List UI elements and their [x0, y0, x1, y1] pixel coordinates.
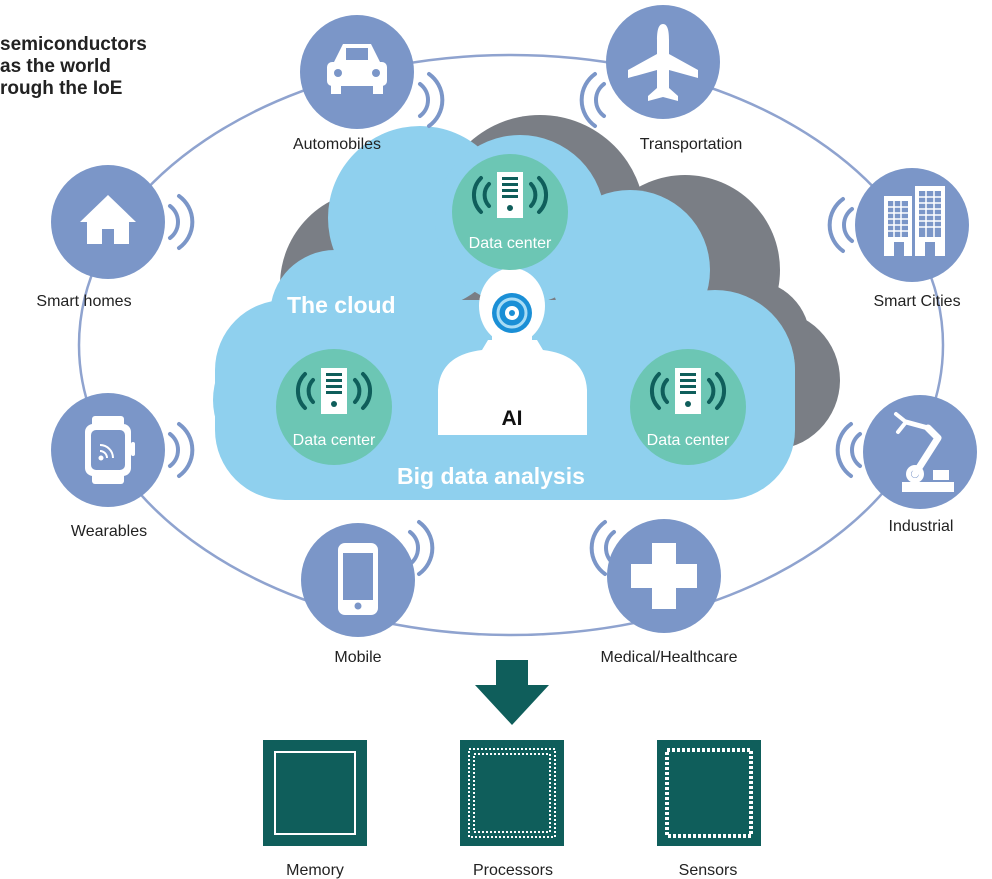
- connection-ring: [77, 53, 945, 637]
- cloud-title: The cloud: [287, 292, 396, 318]
- label-medical: Medical/Healthcare: [601, 649, 738, 666]
- medical-cross-icon: [631, 543, 697, 609]
- robot-arm-icon: [894, 412, 954, 492]
- ai-label: AI: [502, 407, 523, 430]
- label-memory: Memory: [286, 862, 344, 879]
- device-medical: Medical/Healthcare: [589, 519, 738, 666]
- headline-line-3: rough the IoE: [0, 78, 123, 99]
- chip-memory: Memory: [263, 740, 367, 879]
- device-smart-homes: Smart homes: [36, 165, 195, 310]
- headline-line-1: semiconductors: [0, 34, 147, 55]
- data-center-right: Data center: [630, 349, 746, 465]
- car-icon: [327, 44, 387, 94]
- data-center-label: Data center: [647, 432, 730, 449]
- device-mobile: Mobile: [301, 520, 435, 666]
- data-center-label: Data center: [293, 432, 376, 449]
- cloud-subtitle: Big data analysis: [397, 463, 585, 489]
- label-sensors: Sensors: [679, 862, 738, 879]
- house-icon: [80, 195, 136, 244]
- device-wearables: Wearables: [51, 393, 195, 540]
- device-transportation: Transportation: [579, 5, 743, 153]
- device-automobiles: Automobiles: [293, 15, 445, 153]
- data-center-left: Data center: [276, 349, 392, 465]
- headline-line-2: as the world: [0, 56, 111, 77]
- data-center-top: Data center: [452, 154, 568, 270]
- label-automobiles: Automobiles: [293, 136, 381, 153]
- buildings-icon: [884, 186, 945, 256]
- headline: semiconductors as the world rough the Io…: [0, 34, 260, 100]
- label-smart-cities: Smart Cities: [873, 293, 960, 310]
- ai-head-icon: [492, 293, 532, 333]
- chip-sensors: Sensors: [657, 740, 761, 879]
- label-processors: Processors: [473, 862, 553, 879]
- label-smart-homes: Smart homes: [36, 293, 131, 310]
- device-smart-cities: Smart Cities: [827, 168, 969, 310]
- label-mobile: Mobile: [334, 649, 381, 666]
- label-wearables: Wearables: [71, 523, 147, 540]
- airplane-icon: [628, 24, 698, 101]
- chip-processors: Processors: [460, 740, 564, 879]
- ai-figure: AI: [438, 268, 587, 435]
- down-arrow: [475, 660, 549, 725]
- data-center-label: Data center: [469, 235, 552, 252]
- label-transportation: Transportation: [640, 136, 743, 153]
- device-industrial: Industrial: [835, 395, 977, 535]
- smartwatch-icon: [85, 416, 135, 484]
- smartphone-icon: [338, 543, 378, 615]
- label-industrial: Industrial: [889, 518, 954, 535]
